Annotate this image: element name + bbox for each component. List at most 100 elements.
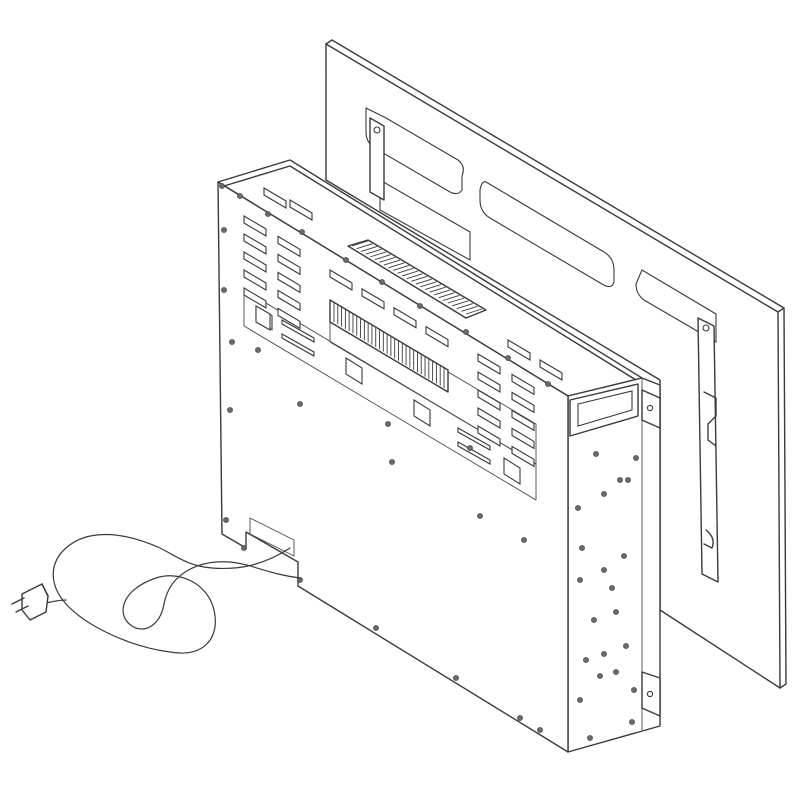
rear-panel-recess (243, 289, 537, 501)
vent-slot (507, 339, 531, 361)
vent-hatch-line (388, 262, 405, 269)
screw-hole (613, 669, 619, 675)
vent-hatch-line (356, 243, 373, 250)
vent-slot (263, 187, 287, 209)
vent-hatch-line (415, 278, 432, 285)
vent-slot (277, 235, 301, 258)
vent-slot (277, 289, 301, 312)
screw-hole (477, 513, 483, 519)
vent-slot (277, 307, 301, 330)
vent-slot (289, 199, 313, 221)
screw-hole (601, 651, 607, 657)
power-cord (41, 534, 301, 654)
vent-slot (243, 251, 267, 273)
vent-hatch-line (461, 305, 478, 312)
screw-hole (417, 303, 423, 309)
vent-hatch-line (456, 303, 474, 309)
screw-hole (601, 491, 607, 497)
vent-slot (477, 425, 501, 447)
panel-narrow-slots (281, 319, 491, 465)
vent-slot (277, 271, 301, 294)
screw-hole (237, 193, 243, 199)
square-openings (255, 305, 521, 485)
frame-bracket-right (697, 317, 719, 583)
screw-hole (505, 355, 511, 361)
screw-hole (227, 407, 233, 413)
vent-hatch-line (433, 289, 451, 296)
screw-hole (223, 517, 229, 523)
vent-hatch-line (420, 281, 437, 288)
vent-hatch-line (365, 248, 382, 255)
screw-hole (617, 477, 623, 483)
vent-slot (329, 269, 353, 291)
screw-hole (597, 673, 603, 679)
screw-hole (545, 381, 551, 387)
vent-slot (243, 233, 267, 255)
vent-hatch-line (351, 240, 369, 247)
screw-hole (521, 537, 527, 543)
side-mounting-tab-upper (641, 389, 661, 429)
vent-slot (477, 389, 501, 411)
vent-hatch-line (447, 297, 464, 304)
screw-hole (229, 339, 235, 345)
vent-hatch-line (406, 273, 423, 280)
screw-hole (265, 211, 271, 217)
housing-front-face (217, 181, 569, 753)
vent-slot (425, 325, 449, 348)
screw-hole (591, 617, 597, 623)
screw-hole (219, 183, 225, 189)
screw-hole (463, 329, 469, 335)
screw-hole (343, 257, 349, 263)
screw-hole (453, 675, 459, 681)
screw-hole (601, 567, 607, 573)
screw-hole (221, 287, 227, 293)
vent-slot (539, 359, 563, 381)
vent-hatch-line (429, 286, 446, 293)
screw-hole (609, 585, 615, 591)
screw-hole (221, 227, 227, 233)
screw-hole (575, 505, 581, 511)
screw-hole (583, 657, 589, 663)
screw-hole (379, 279, 385, 285)
vent-hatch-line (370, 251, 387, 258)
side-window-opening (569, 383, 639, 437)
screw-holes-group (219, 183, 639, 741)
power-inlet-cutout (249, 517, 295, 557)
vent-slot (477, 353, 501, 375)
louver-grille (329, 299, 449, 393)
vent-slot (511, 373, 535, 396)
screw-hole (577, 697, 583, 703)
vent-slot (477, 371, 501, 393)
vent-hatch-line (374, 254, 391, 261)
vent-slots-group (243, 187, 563, 468)
vent-hatch-line (402, 270, 419, 277)
vent-hatch-line (360, 246, 378, 252)
screw-hole (389, 459, 395, 465)
frame-bracket-left (369, 117, 385, 201)
top-vent-grille (347, 239, 487, 319)
screw-hole (385, 421, 391, 427)
vent-slot (511, 391, 535, 414)
screw-hole (373, 625, 379, 631)
frame-slot-upper-left (365, 107, 464, 195)
vent-hatch-line (379, 256, 396, 263)
screw-hole (299, 229, 305, 235)
vent-hatch-line (443, 294, 460, 301)
screw-hole (613, 609, 619, 615)
frame-slot-upper-right (635, 269, 717, 343)
vent-slot (243, 269, 267, 291)
vent-slot (393, 306, 417, 329)
screw-hole (625, 477, 631, 483)
power-plug-icon (11, 583, 49, 621)
vent-hatch-line (392, 265, 410, 271)
screw-hole (631, 687, 637, 693)
screw-hole (241, 545, 247, 551)
screw-hole (621, 553, 627, 559)
screw-hole (629, 719, 635, 725)
vent-hatch-line (424, 284, 442, 290)
screw-hole (255, 347, 261, 353)
vent-slot (511, 445, 535, 468)
vent-slot (243, 215, 267, 237)
vent-hatch-line (411, 275, 428, 282)
